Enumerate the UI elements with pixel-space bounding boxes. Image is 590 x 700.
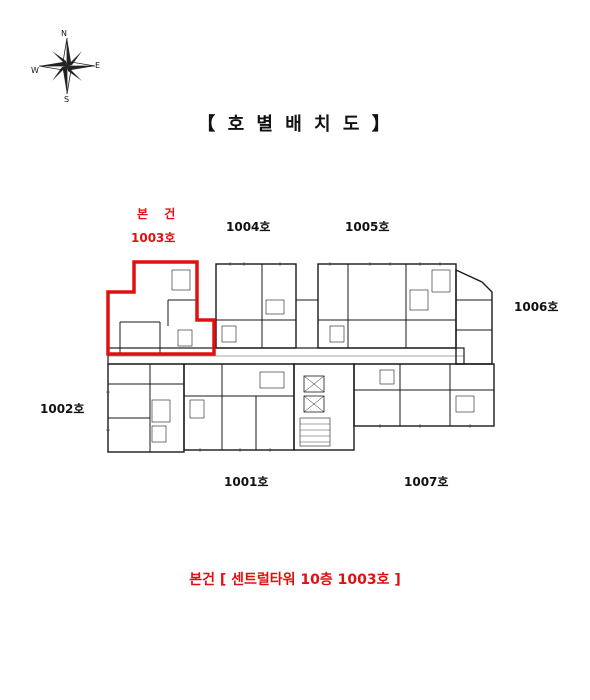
compass-north-label: N [61,29,67,38]
subject-unit-label: 본 건 [137,207,182,221]
unit-label-1002: 1002호 [40,402,85,416]
unit-label-1001: 1001호 [224,475,269,489]
unit-label-1006: 1006호 [514,300,559,314]
building-floor-plan [106,262,495,453]
unit-label-1005: 1005호 [345,220,390,234]
subject-unit-highlight [106,260,216,356]
unit-label-1007: 1007호 [404,475,449,489]
subject-caption: 본건 [ 센트럴타워 10층 1003호 ] [189,572,401,588]
compass-south-label: S [64,95,70,104]
compass-east-label: E [95,61,101,70]
compass-west-label: W [31,66,39,75]
unit-label-1004: 1004호 [226,220,271,234]
page-title: 【 호 별 배 치 도 】 [197,114,393,135]
compass-rose-icon [38,37,96,95]
subject-unit-number: 1003호 [131,231,176,245]
